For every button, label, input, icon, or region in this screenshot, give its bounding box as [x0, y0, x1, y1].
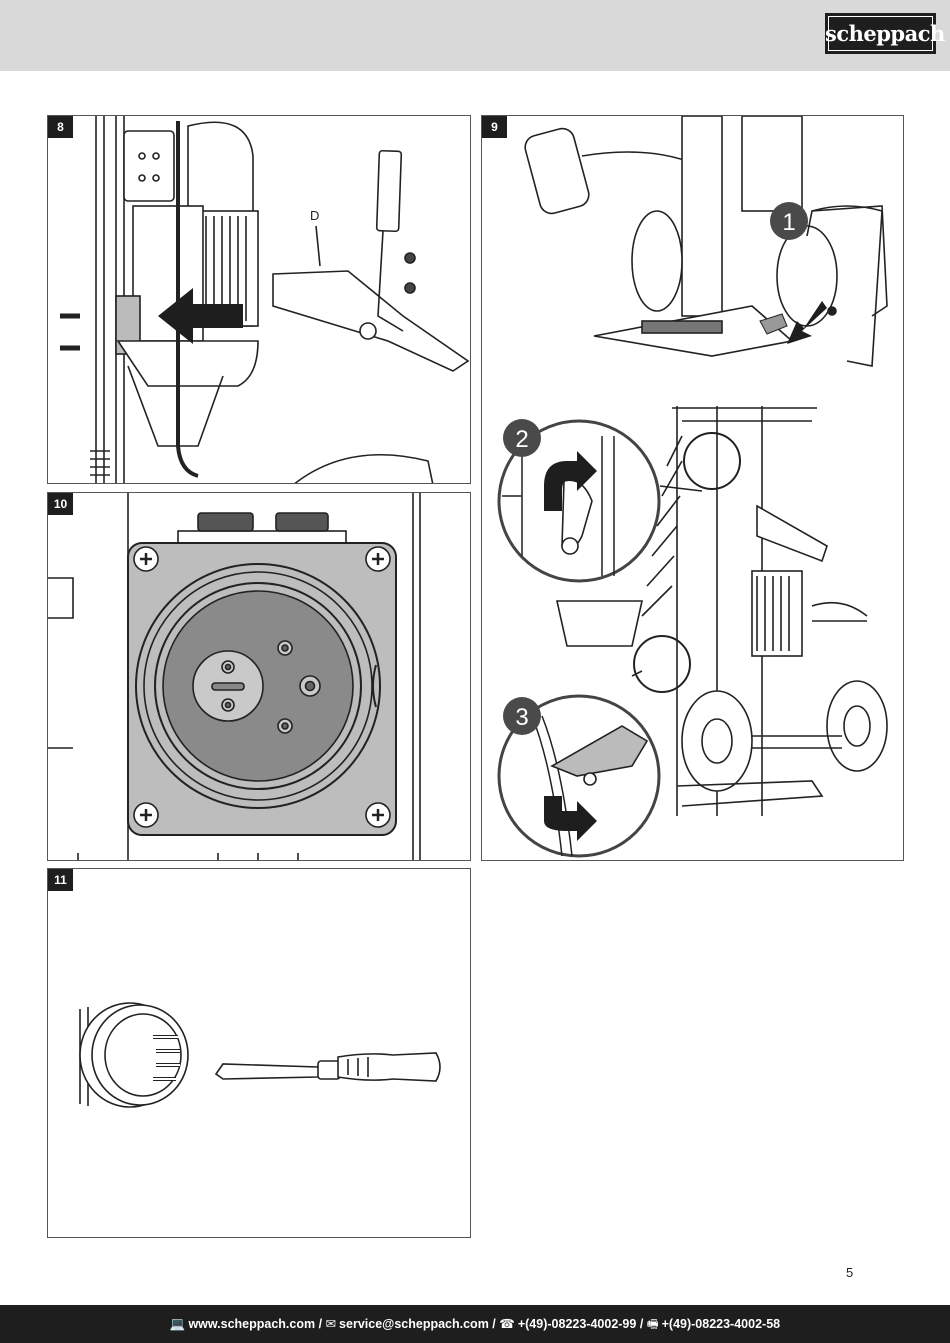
phone-icon: ☎: [499, 1317, 515, 1331]
header-bar: [0, 0, 950, 71]
footer-bar: 💻www.scheppach.com / ✉service@scheppach.…: [0, 1305, 950, 1343]
figure-11-number: 11: [48, 869, 73, 891]
footer-email[interactable]: service@scheppach.com: [339, 1317, 489, 1331]
figure-11-illustration: [79, 1002, 441, 1108]
figure-10: 10: [47, 492, 471, 861]
footer-separator: /: [492, 1317, 496, 1331]
footer-phone: +(49)-08223-4002-99: [517, 1317, 637, 1331]
figure-9-number: 9: [482, 116, 507, 138]
figure-8-callout-d: D: [310, 208, 319, 223]
figure-9-step-2: 2: [515, 426, 528, 453]
computer-icon: 💻: [169, 1317, 186, 1331]
footer-separator: /: [639, 1317, 644, 1331]
mail-icon: ✉: [325, 1317, 337, 1331]
brand-logo-text: scheppach: [825, 21, 945, 46]
figure-8-number: 8: [48, 116, 73, 138]
figure-11: 11: [47, 868, 471, 1238]
figure-8: 8 D: [47, 115, 471, 484]
figure-9-step-1: 1: [782, 209, 795, 236]
brand-logo: scheppach: [825, 13, 945, 54]
footer-separator: /: [318, 1317, 323, 1331]
figure-8-illustration: D: [60, 116, 470, 483]
footer-fax: +(49)-08223-4002-58: [661, 1317, 781, 1331]
logo-frame: [828, 16, 933, 51]
page-number: 5: [846, 1265, 854, 1280]
figure-9-step-3: 3: [515, 704, 528, 731]
figure-9-illustration: 1 2 3: [497, 116, 888, 858]
figure-10-illustration: [48, 493, 421, 860]
footer-website[interactable]: www.scheppach.com: [188, 1317, 316, 1331]
figure-10-number: 10: [48, 493, 73, 515]
fax-icon: 🖷: [646, 1317, 659, 1331]
figure-9: 9: [481, 115, 904, 861]
